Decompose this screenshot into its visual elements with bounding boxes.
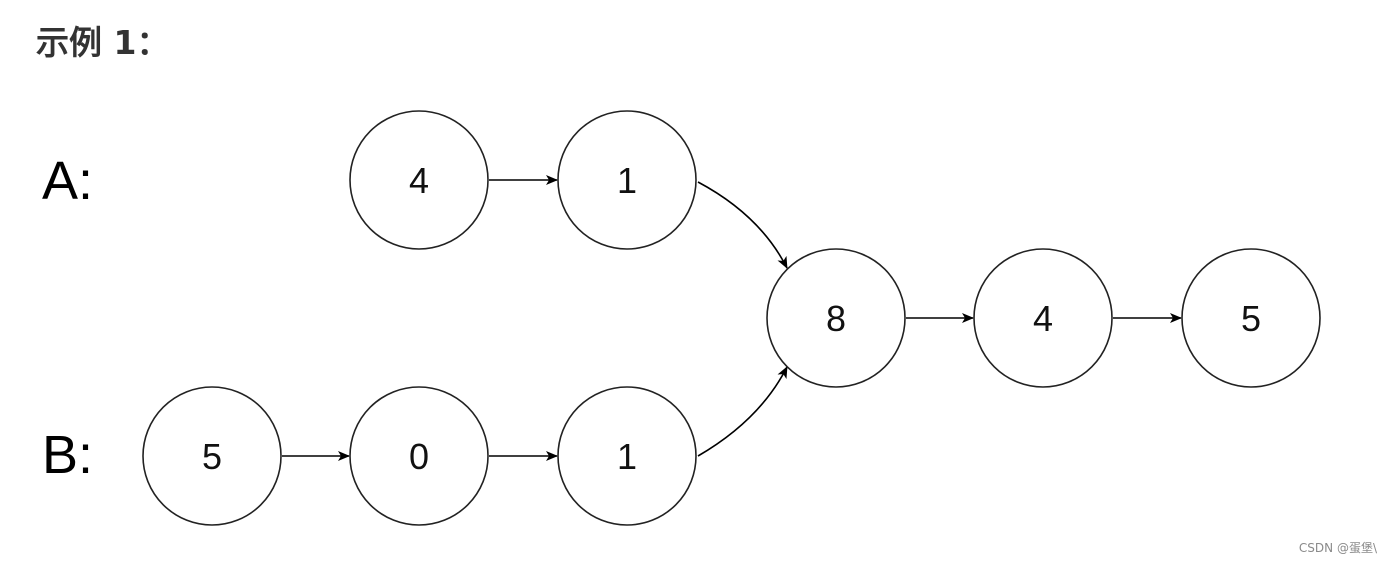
- nodes-layer: 4 1 5 0 1 8 4 5: [142, 110, 1321, 526]
- arrow-b2-to-c0: [697, 366, 788, 457]
- node-value: 4: [1033, 298, 1053, 339]
- node-value: 1: [617, 436, 637, 477]
- list-node-b0: 5: [142, 386, 282, 526]
- list-node-c0: 8: [766, 248, 906, 388]
- row-label-a: A:: [42, 151, 93, 211]
- node-circle: [349, 110, 489, 250]
- node-circle: [766, 248, 906, 388]
- node-value: 1: [617, 160, 637, 201]
- node-value: 8: [826, 298, 846, 339]
- list-node-c2: 5: [1181, 248, 1321, 388]
- csdn-watermark: CSDN @蛋堡\: [1299, 540, 1378, 555]
- node-value: 4: [409, 160, 429, 201]
- list-node-a1: 1: [557, 110, 697, 250]
- node-circle: [557, 110, 697, 250]
- edges-layer: [282, 175, 1182, 461]
- list-node-b1: 0: [349, 386, 489, 526]
- node-circle: [349, 386, 489, 526]
- node-value: 5: [1241, 298, 1261, 339]
- node-circle: [973, 248, 1113, 388]
- arrow-a1-to-c0: [697, 181, 788, 269]
- row-label-b: B:: [42, 425, 93, 485]
- node-circle: [557, 386, 697, 526]
- node-circle: [1181, 248, 1321, 388]
- example-heading: 示例 1：: [36, 23, 169, 62]
- node-value: 5: [202, 436, 222, 477]
- list-node-a0: 4: [349, 110, 489, 250]
- list-node-b2: 1: [557, 386, 697, 526]
- node-circle: [142, 386, 282, 526]
- node-value: 0: [409, 436, 429, 477]
- list-node-c1: 4: [973, 248, 1113, 388]
